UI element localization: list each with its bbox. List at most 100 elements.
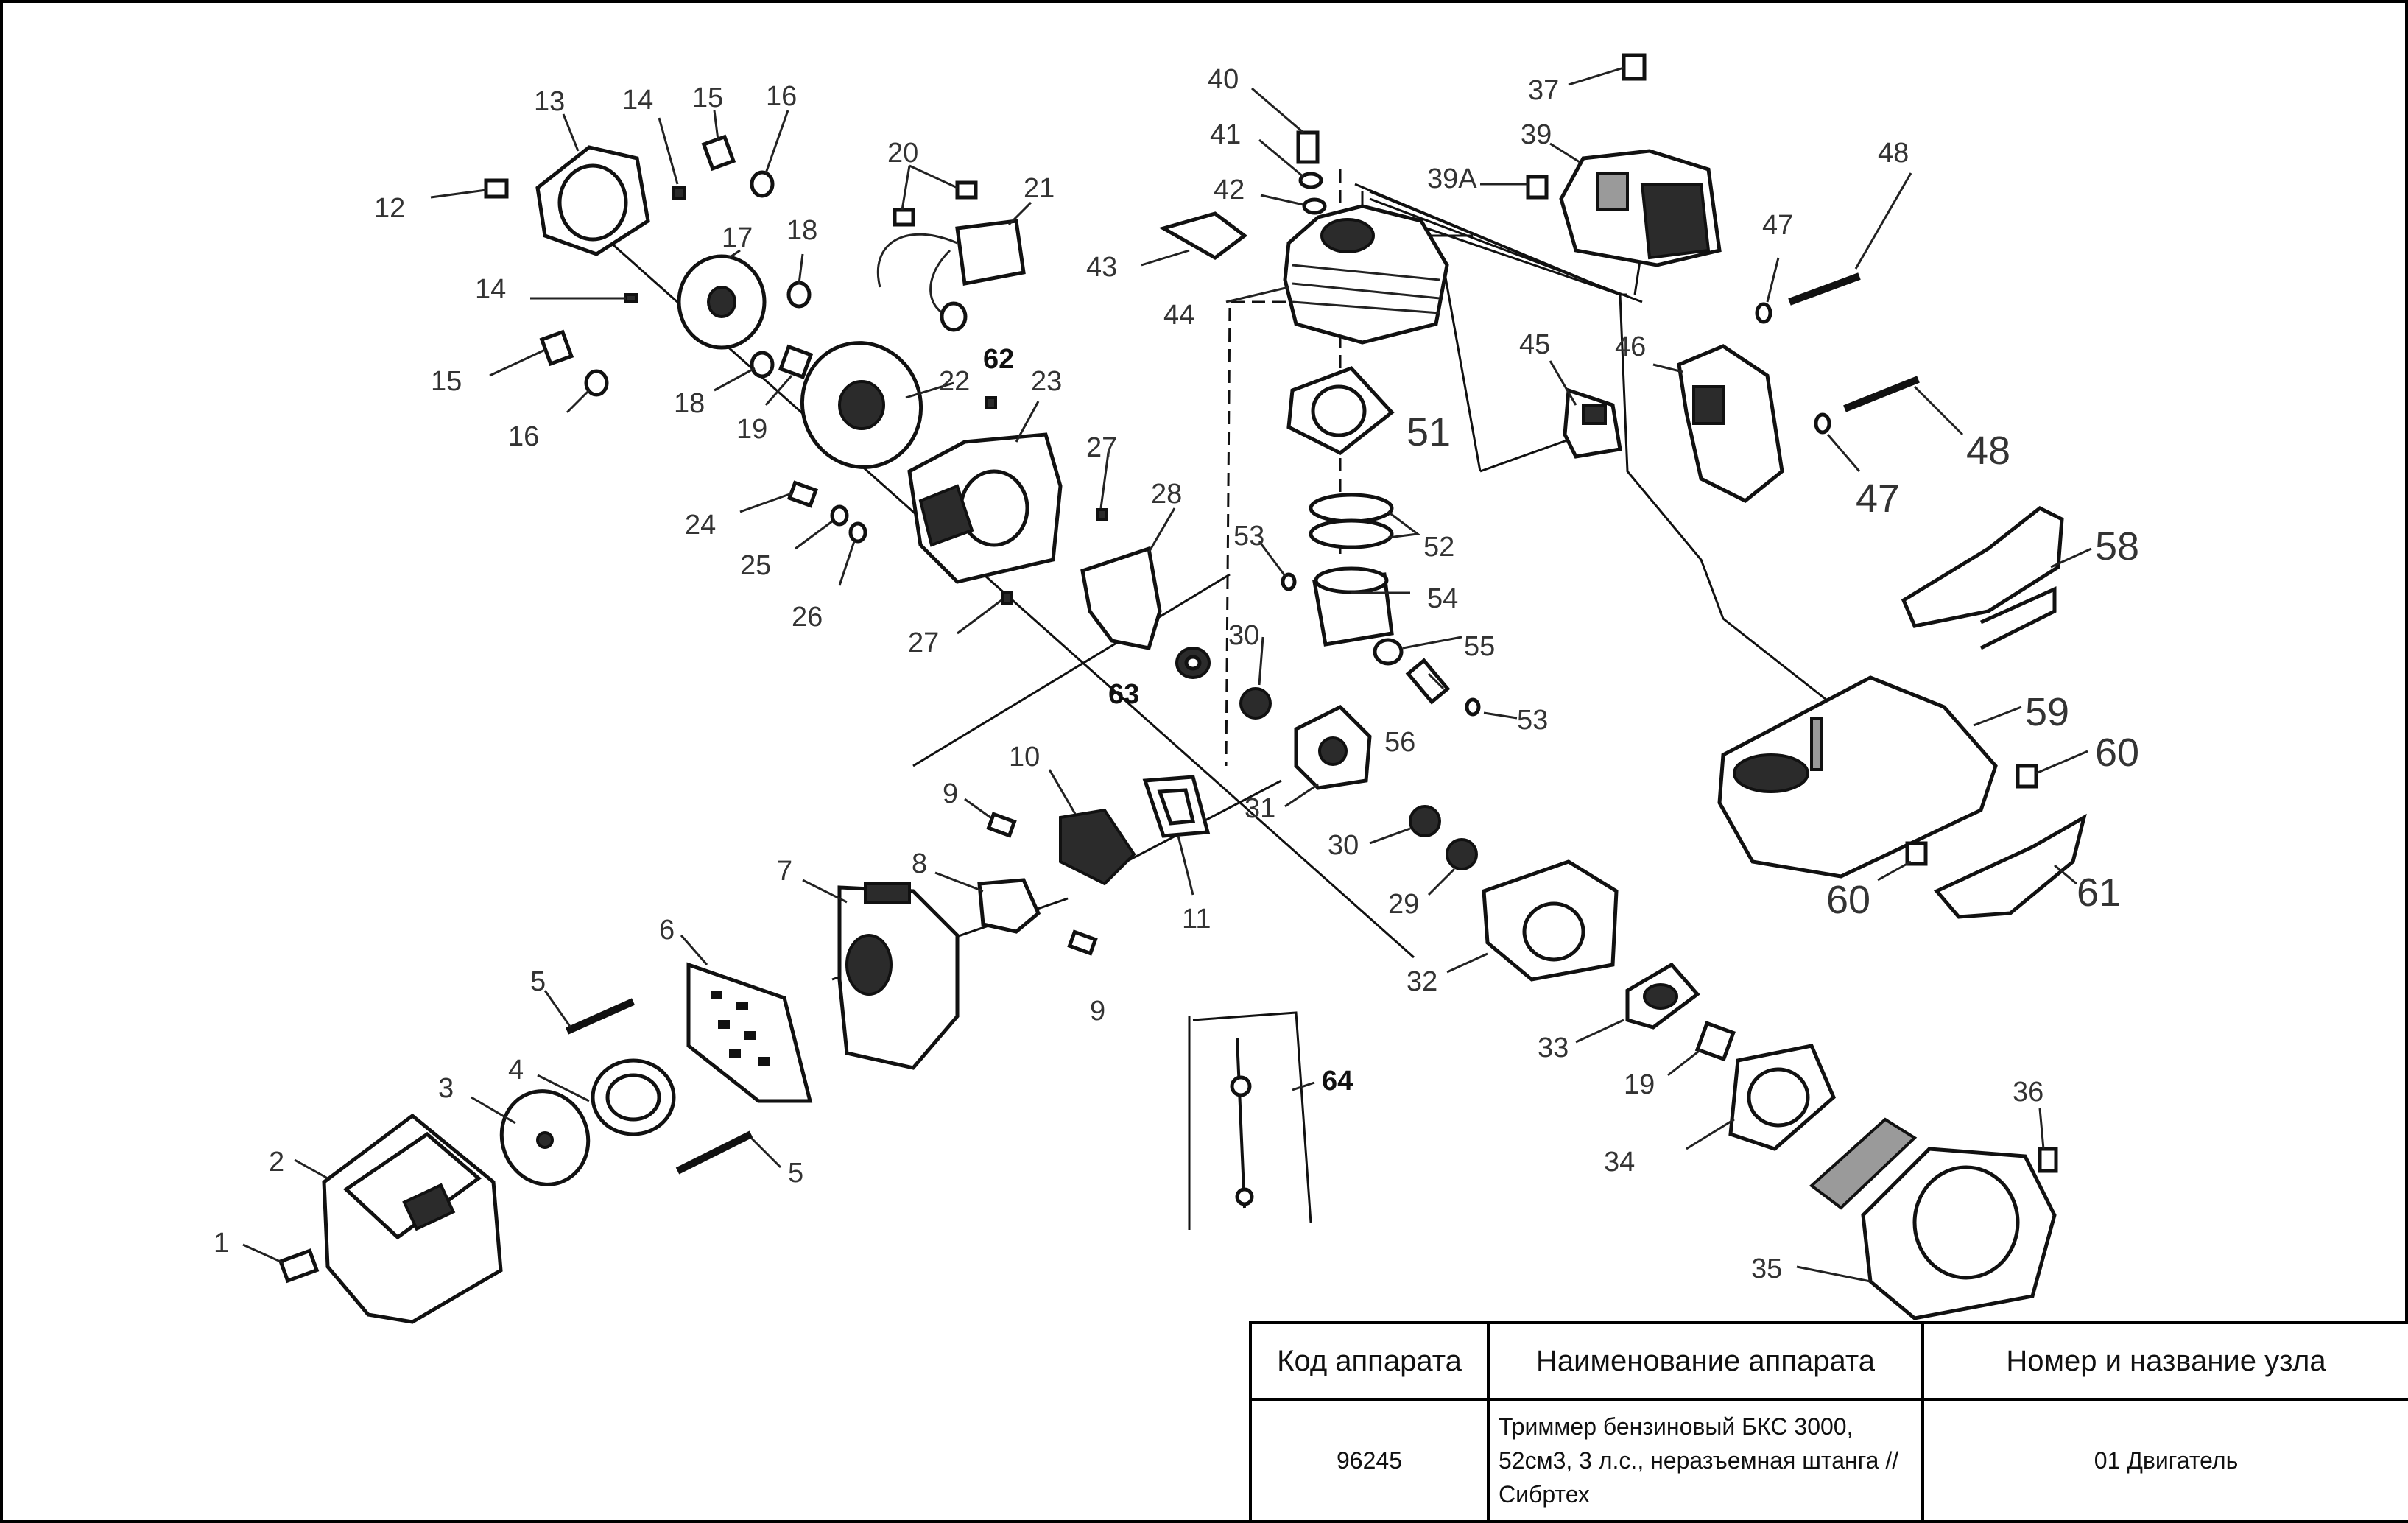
part-44-cylinder (1225, 204, 1449, 345)
part-58-tank-bracket (1901, 506, 2092, 650)
header-unit: Номер и название узла (1921, 1321, 2408, 1401)
callout-5a: 5 (530, 966, 546, 997)
part-13-fan-cover (535, 113, 650, 256)
part-59-fuel-tank (1717, 675, 2022, 879)
part-1-screw (242, 1243, 320, 1284)
part-8-gasket (934, 871, 1041, 934)
callout-14b: 14 (475, 274, 506, 305)
part-45-muffler-gasket (1549, 360, 1622, 459)
unit-name: 01 Двигатель (1921, 1398, 2408, 1523)
part-7-carburetor (802, 879, 960, 1070)
part-62-key (985, 396, 997, 409)
callout-2: 2 (269, 1147, 284, 1178)
callout-6: 6 (659, 915, 675, 946)
part-61-guard (1933, 813, 2087, 919)
part-31-crankshaft (1284, 704, 1372, 808)
part-2-air-filter-cover (294, 1113, 503, 1324)
part-5-long-bolts (543, 990, 782, 1175)
part-54-piston (1312, 566, 1410, 647)
part-30-bearings (1239, 636, 1441, 845)
callout-53a: 53 (1233, 521, 1264, 552)
part-10-intake-block (1048, 769, 1136, 886)
callout-5b: 5 (788, 1158, 803, 1189)
callout-46: 46 (1615, 331, 1646, 362)
callout-21: 21 (1024, 173, 1055, 204)
callout-3: 3 (438, 1073, 454, 1104)
part-11-insulator (1142, 775, 1211, 896)
part-6-filter-housing (680, 935, 813, 1103)
callout-39a: 39A (1427, 163, 1477, 194)
part-16-washers (566, 110, 789, 414)
callout-30b: 30 (1328, 830, 1359, 861)
callout-43: 43 (1086, 252, 1117, 283)
callout-4: 4 (508, 1055, 524, 1086)
part-25-26-rings (795, 504, 867, 586)
callout-63: 63 (1108, 679, 1139, 710)
callout-45: 45 (1519, 329, 1550, 360)
part-52-piston-rings (1309, 493, 1420, 549)
part-24-screw (739, 480, 819, 513)
callout-9b: 9 (1090, 996, 1105, 1027)
part-63-bearing (1175, 647, 1211, 679)
callout-60a: 60 (2095, 731, 2139, 775)
callout-8: 8 (912, 848, 927, 879)
callout-24: 24 (685, 510, 716, 541)
part-28-crankcase-gasket (1080, 507, 1176, 650)
callout-18b: 18 (674, 388, 705, 419)
part-15-screws (489, 110, 736, 377)
part-56-piston-pin (1405, 658, 1451, 705)
callout-14a: 14 (622, 85, 653, 116)
callout-61: 61 (2077, 870, 2121, 915)
part-55-needle-bearing (1373, 636, 1462, 666)
callout-39: 39 (1521, 119, 1552, 150)
part-20-screws (893, 164, 978, 227)
callout-20: 20 (887, 138, 918, 169)
callout-28: 28 (1151, 479, 1182, 510)
part-43-spark-plug (1141, 211, 1248, 267)
part-32-crankcase (1446, 859, 1619, 982)
part-41-42-washers (1258, 138, 1327, 215)
callout-29: 29 (1388, 889, 1419, 920)
callout-48b: 48 (1966, 429, 2010, 473)
part-39-cylinder-cover (1549, 142, 1722, 267)
callout-19b: 19 (1624, 1069, 1655, 1100)
callout-18a: 18 (786, 215, 817, 246)
part-46-muffler (1652, 344, 1784, 503)
callout-15a: 15 (692, 82, 723, 113)
part-40-bolt (1251, 87, 1320, 164)
part-39a-screw (1480, 175, 1549, 200)
callout-55: 55 (1464, 631, 1495, 662)
callout-36: 36 (2013, 1077, 2043, 1108)
device-name: Триммер бензиновый БКС 3000, 52см3, 3 л.… (1487, 1398, 1924, 1523)
callout-59: 59 (2025, 690, 2069, 734)
callout-15b: 15 (431, 366, 462, 397)
part-14-pins (530, 117, 686, 303)
part-19-nut (764, 344, 1736, 1077)
callout-60b: 60 (1826, 878, 1870, 922)
callout-33: 33 (1538, 1033, 1569, 1063)
part-29-seal (1427, 838, 1478, 896)
callout-16a: 16 (766, 81, 797, 112)
part-47-washers (1755, 257, 1861, 472)
callout-1: 1 (214, 1228, 229, 1259)
title-block: Код аппарата Наименование аппарата Номер… (1249, 1321, 2408, 1523)
callout-47a: 47 (1762, 210, 1793, 241)
callout-26: 26 (792, 602, 823, 633)
part-3-filter-plate (471, 1089, 591, 1186)
callout-37: 37 (1528, 75, 1559, 106)
callout-31: 31 (1245, 793, 1275, 824)
callout-51: 51 (1407, 410, 1451, 454)
part-4-filter-element (537, 1058, 676, 1136)
callout-32: 32 (1407, 966, 1437, 997)
callout-48a: 48 (1878, 138, 1909, 169)
callout-47b: 47 (1856, 476, 1900, 521)
header-device-name: Наименование аппарата (1487, 1321, 1924, 1401)
part-37-screw (1568, 53, 1647, 86)
part-22-flywheel (800, 341, 954, 469)
part-35-starter (1796, 1117, 2057, 1320)
part-23-crankcase-half (907, 401, 1063, 584)
callout-44: 44 (1163, 300, 1194, 331)
callout-56: 56 (1384, 727, 1415, 758)
